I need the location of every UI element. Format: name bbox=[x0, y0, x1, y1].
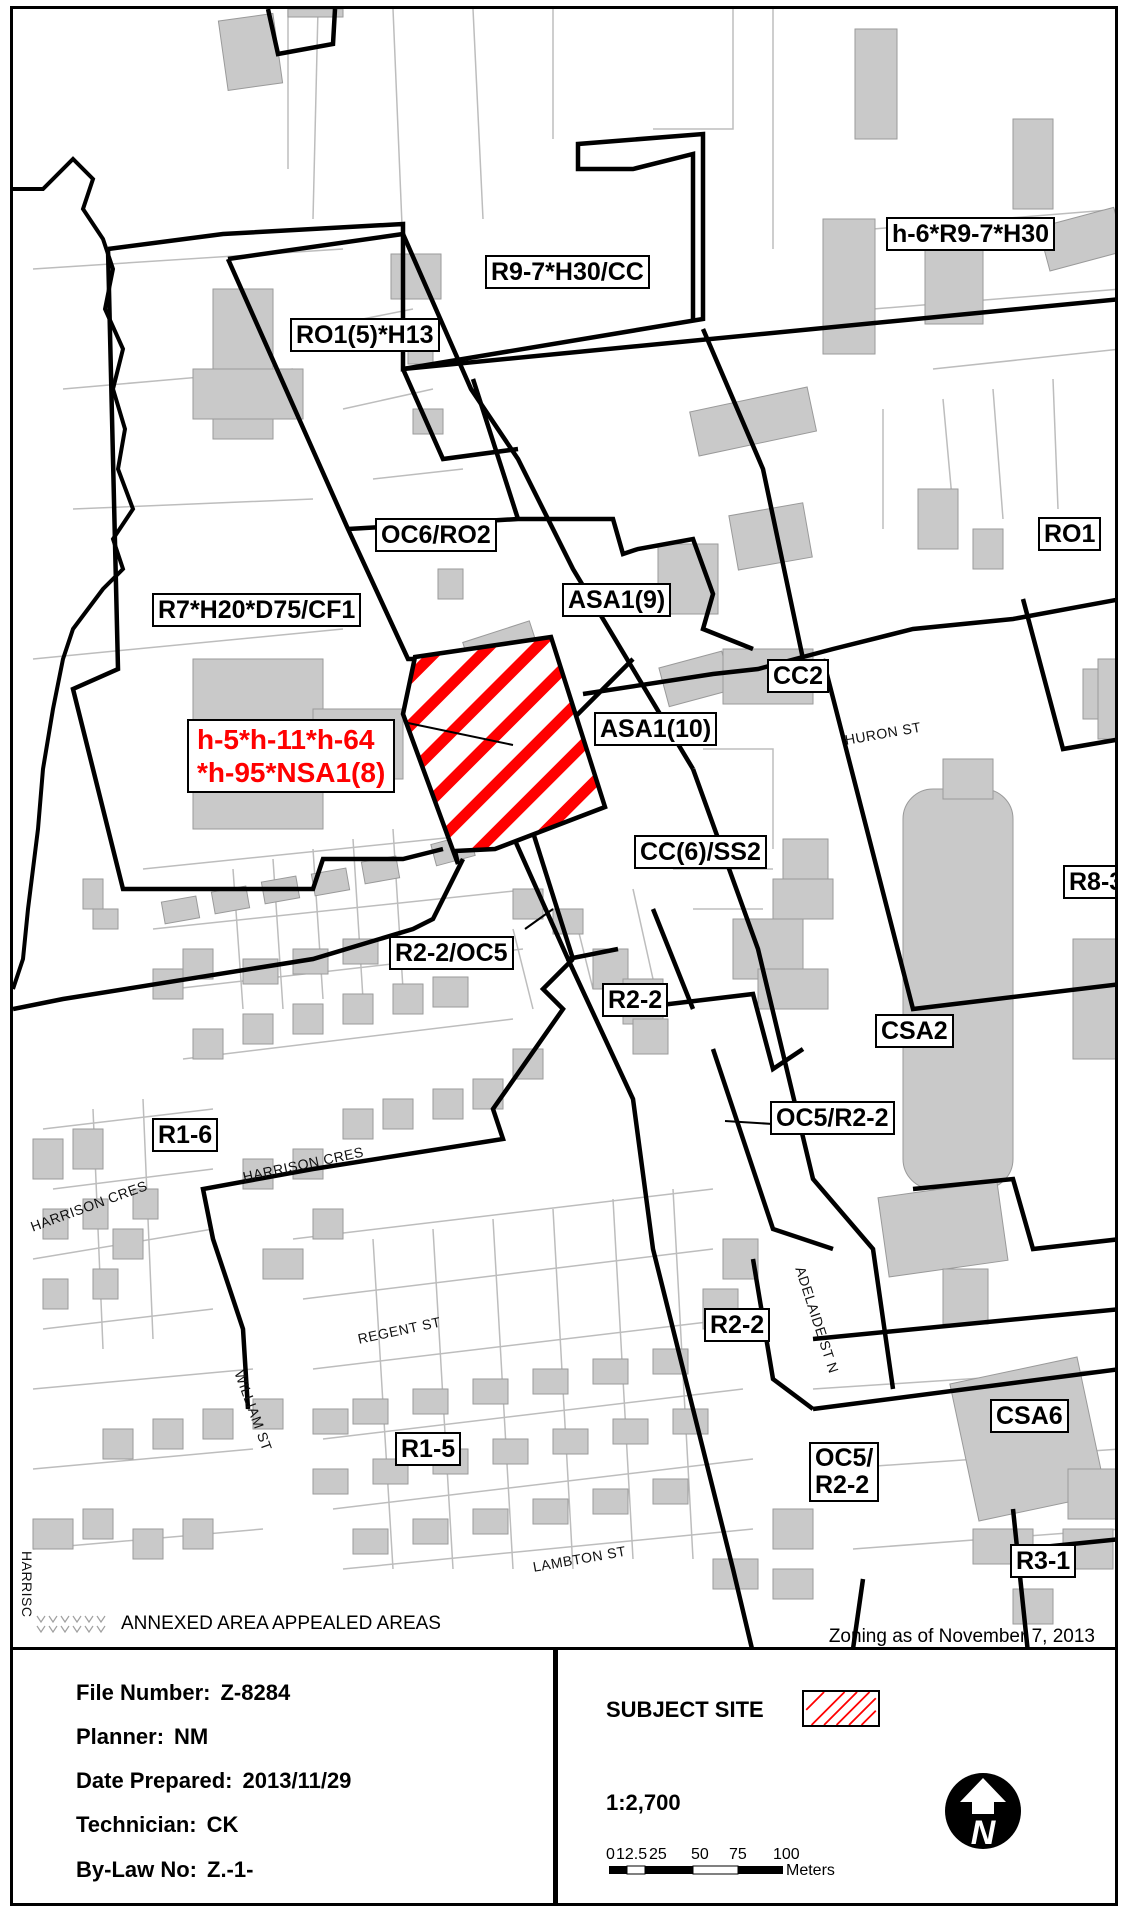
subject-site-swatch bbox=[802, 1690, 880, 1727]
zone-label: RO1(5)*H13 bbox=[290, 318, 440, 352]
street-label: HARRISC bbox=[19, 1551, 35, 1618]
bylaw-label: By-Law No: bbox=[76, 1857, 197, 1882]
scale-tick-label: 50 bbox=[691, 1846, 709, 1863]
file-number-label: File Number: bbox=[76, 1680, 211, 1705]
r2-2-oc5-leader bbox=[524, 908, 554, 930]
subject-label-leader bbox=[407, 722, 514, 746]
zone-label: CSA2 bbox=[875, 1014, 954, 1048]
planner-value: NM bbox=[174, 1724, 209, 1749]
date-prepared-label: Date Prepared: bbox=[76, 1768, 233, 1793]
scale-bar-segments bbox=[609, 1865, 783, 1875]
zone-label-oc5-r2-2: OC5/ R2-2 bbox=[809, 1442, 880, 1502]
subject-site-area bbox=[400, 634, 608, 865]
zone-label: ASA1(9) bbox=[562, 583, 672, 617]
scale-ratio: 1:2,700 bbox=[606, 1790, 681, 1815]
oc5-label-leader bbox=[724, 1120, 774, 1125]
zone-label: R2-2/OC5 bbox=[389, 936, 514, 970]
zone-label: R3-1 bbox=[1010, 1544, 1077, 1578]
zone-label: R1-5 bbox=[395, 1432, 462, 1466]
file-number-row: File Number: Z-8284 bbox=[76, 1680, 300, 1706]
panel-divider bbox=[553, 1650, 558, 1906]
map-graphics bbox=[13, 9, 1115, 1647]
zone-label-line: R2-2 bbox=[815, 1471, 870, 1499]
info-panel bbox=[10, 1650, 1118, 1906]
zone-label: R2-2 bbox=[602, 983, 669, 1017]
scale-unit: Meters bbox=[786, 1862, 835, 1879]
river-boundary bbox=[13, 156, 136, 990]
zone-label: ASA1(10) bbox=[594, 712, 718, 746]
zone-label: R8-3 bbox=[1063, 865, 1115, 899]
technician-label: Technician: bbox=[76, 1812, 197, 1837]
zone-label: R1-6 bbox=[152, 1118, 219, 1152]
zone-label: OC6/RO2 bbox=[375, 518, 497, 552]
annexed-hatch-icon bbox=[36, 1615, 106, 1634]
zone-label: RO1 bbox=[1038, 517, 1102, 551]
zone-boundaries bbox=[13, 9, 1115, 1647]
scale-tick-label: 12.5 bbox=[616, 1846, 647, 1863]
zone-label: R9-7*H30/CC bbox=[485, 255, 650, 289]
annexed-legend: ANNEXED AREA APPEALED AREAS bbox=[35, 1612, 441, 1636]
subject-zoning-label: h-5*h-11*h-64 *h-95*NSA1(8) bbox=[187, 719, 396, 793]
north-arrow-icon: N bbox=[945, 1773, 1021, 1852]
zone-label: CC2 bbox=[767, 659, 830, 693]
zoning-map: R9-7*H30/CC h-6*R9-7*H30 RO1(5)*H13 OC6/… bbox=[10, 6, 1118, 1650]
zone-label: h-6*R9-7*H30 bbox=[886, 217, 1056, 251]
subject-zoning-line: *h-95*NSA1(8) bbox=[197, 757, 386, 788]
annexed-legend-label: ANNEXED AREA APPEALED AREAS bbox=[121, 1613, 441, 1635]
planner-label: Planner: bbox=[76, 1724, 165, 1749]
bylaw-row: By-Law No: Z.-1- bbox=[76, 1857, 263, 1883]
zone-label: CSA6 bbox=[990, 1399, 1069, 1433]
date-prepared-value: 2013/11/29 bbox=[242, 1768, 352, 1793]
zone-label: OC5/R2-2 bbox=[770, 1101, 895, 1135]
scale-bar: 0 12.5 25 50 75 100 Meters bbox=[606, 1846, 835, 1879]
file-number-value: Z-8284 bbox=[220, 1680, 291, 1705]
svg-text:N: N bbox=[971, 1814, 997, 1852]
scale-tick-label: 25 bbox=[649, 1846, 667, 1863]
bylaw-value: Z.-1- bbox=[207, 1857, 254, 1882]
scale-tick-label: 0 bbox=[606, 1846, 615, 1863]
scale-tick-label: 100 bbox=[773, 1846, 800, 1863]
scale-tick-label: 75 bbox=[729, 1846, 747, 1863]
technician-row: Technician: CK bbox=[76, 1812, 248, 1838]
zone-label: CC(6)/SS2 bbox=[634, 835, 767, 869]
technician-value: CK bbox=[206, 1812, 239, 1837]
zone-label-line: OC5/ bbox=[815, 1444, 874, 1472]
subject-site-legend-label: SUBJECT SITE bbox=[606, 1697, 764, 1722]
zoning-date: Zoning as of November 7, 2013 bbox=[828, 1626, 1095, 1647]
zone-label: R7*H20*D75/CF1 bbox=[152, 593, 362, 627]
subject-zoning-line: h-5*h-11*h-64 bbox=[197, 724, 375, 755]
date-prepared-row: Date Prepared: 2013/11/29 bbox=[76, 1768, 361, 1794]
planner-row: Planner: NM bbox=[76, 1724, 218, 1750]
zone-label: R2-2 bbox=[704, 1308, 771, 1342]
